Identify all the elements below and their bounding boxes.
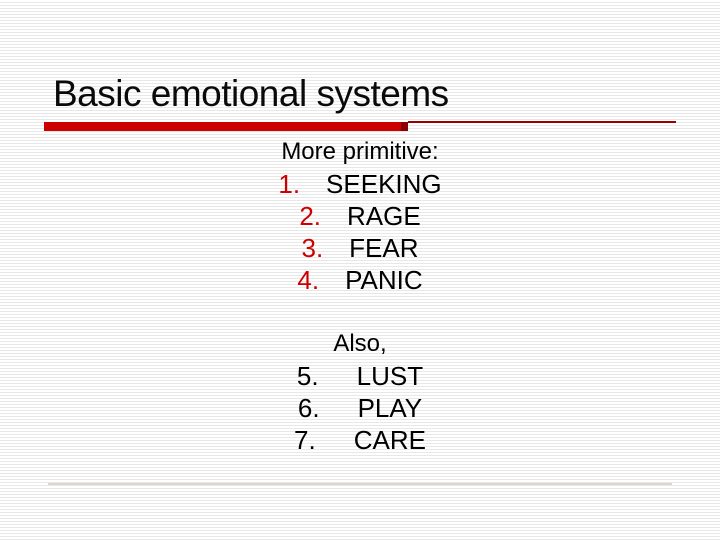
list-item-number: 2. bbox=[299, 201, 321, 231]
list-item-label: CARE bbox=[353, 425, 426, 455]
slide-title: Basic emotional systems bbox=[53, 73, 449, 114]
list-item-number: 6. bbox=[297, 393, 320, 423]
list-item-label: LUST bbox=[356, 361, 424, 391]
list-item: 2. RAGE bbox=[0, 200, 720, 232]
list-item: 5. LUST bbox=[0, 360, 720, 392]
intro-text: More primitive: bbox=[281, 138, 439, 165]
list-item-number: 3. bbox=[301, 233, 324, 263]
also-text: Also, bbox=[333, 330, 387, 357]
list-item-label: PLAY bbox=[357, 393, 423, 423]
list-item-label: FEAR bbox=[349, 233, 419, 263]
list-item: 3. FEAR bbox=[0, 232, 720, 264]
title-underline-thin-line bbox=[408, 121, 676, 123]
footer-divider-line bbox=[48, 483, 672, 485]
list-item: 7. CARE bbox=[0, 424, 720, 456]
list-item-number: 7. bbox=[294, 425, 316, 455]
list-item-number: 4. bbox=[297, 265, 320, 295]
list-item: 4. PANIC bbox=[0, 264, 720, 296]
list-item-number: 5. bbox=[296, 361, 319, 391]
list-item-label: PANIC bbox=[345, 265, 423, 295]
list-item-label: SEEKING bbox=[326, 169, 442, 199]
list-item-label: RAGE bbox=[347, 201, 421, 231]
slide-body: More primitive: 1.SEEKING 2.RAGE 3.FEAR … bbox=[0, 136, 720, 456]
list-item: 6. PLAY bbox=[0, 392, 720, 424]
list-item-number: 1. bbox=[278, 169, 301, 199]
title-underline-bar bbox=[44, 122, 408, 131]
blank-line-spacer bbox=[0, 296, 720, 328]
list-item: 1. SEEKING bbox=[0, 168, 720, 200]
